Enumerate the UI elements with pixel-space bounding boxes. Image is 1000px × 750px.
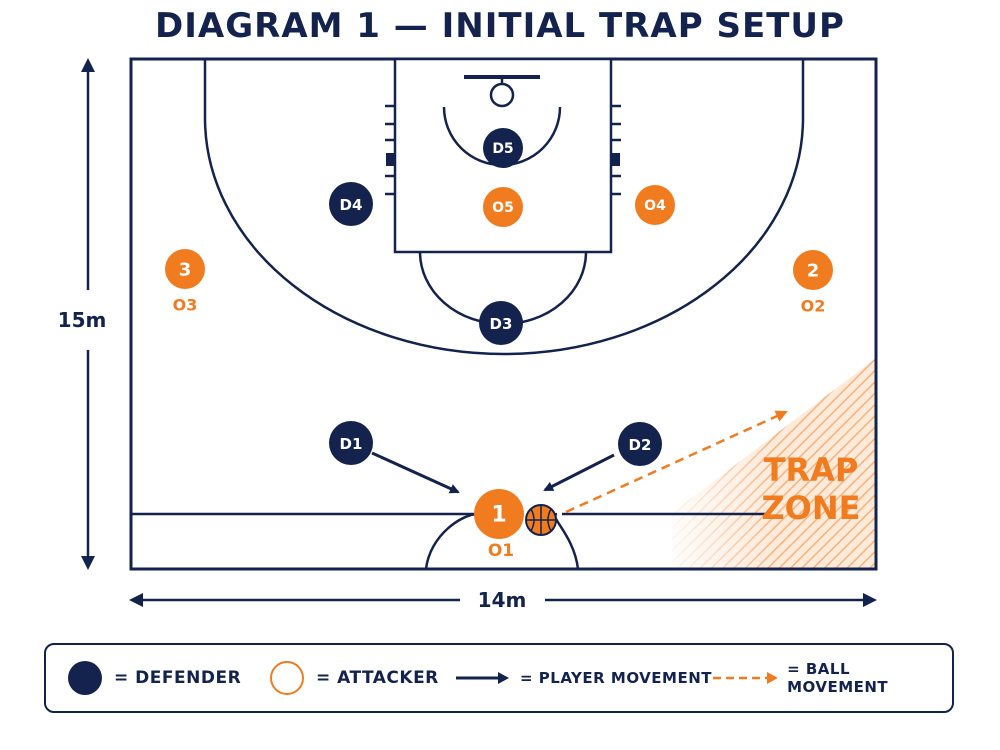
center-circle-arc [424, 512, 479, 570]
svg-text:O5: O5 [492, 200, 514, 216]
attacker-1-label: O1 [488, 541, 514, 561]
svg-text:3: 3 [179, 260, 192, 281]
basket-rim [489, 82, 515, 108]
trap-zone-label-line2: ZONE [761, 489, 860, 527]
svg-text:D4: D4 [340, 196, 363, 214]
svg-text:D5: D5 [492, 141, 513, 157]
defender-swatch [68, 660, 102, 695]
svg-text:1: 1 [491, 503, 506, 528]
legend-defender: = DEFENDER [68, 645, 241, 710]
attacker-3-label: O3 [173, 296, 198, 315]
width-label: 14m [478, 588, 527, 612]
defender-d2: D2 [618, 422, 662, 466]
svg-text:O4: O4 [644, 198, 666, 214]
legend-box: = DEFENDER = ATTACKER = PLAYER MOVEMENT … [44, 643, 954, 713]
d2-movement-arrow [543, 453, 615, 492]
legend-player-movement: = PLAYER MOVEMENT [454, 645, 712, 710]
attacker-2-label: O2 [801, 297, 826, 316]
ball-movement-arrow-icon [713, 671, 778, 684]
svg-text:2: 2 [807, 261, 820, 282]
defender-d1: D1 [329, 421, 373, 465]
attacker-1: 1 O1 [474, 489, 524, 561]
d1-movement-arrow [371, 451, 460, 494]
diagram-title: DIAGRAM 1 — INITIAL TRAP SETUP [155, 6, 845, 46]
legend-attacker: = ATTACKER [270, 645, 439, 710]
svg-text:D3: D3 [490, 315, 513, 333]
defender-d3: D3 [479, 301, 523, 345]
height-label: 15m [58, 308, 107, 332]
three-point-line [203, 59, 805, 356]
attacker-swatch [270, 660, 304, 695]
attacker-2: 2 O2 [793, 250, 833, 316]
trap-zone-label-line1: TRAP [764, 451, 859, 489]
player-movement-arrow-icon [456, 671, 509, 684]
ball-movement-arrow [565, 410, 788, 514]
lane-marks [385, 104, 621, 196]
attacker-3: 3 O3 [165, 249, 205, 315]
court-diagram: 15m 14m D1 D2 D3 D4 D5 1 O1 2 O2 [58, 57, 878, 612]
attacker-o5: O5 [483, 187, 523, 227]
basketball-icon [525, 504, 557, 536]
svg-text:D2: D2 [629, 436, 652, 454]
legend-ball-movement: = BALL MOVEMENT [711, 645, 952, 710]
defender-d4: D4 [329, 182, 373, 226]
defender-d5: D5 [483, 128, 523, 168]
attacker-o4: O4 [635, 185, 675, 225]
svg-text:D1: D1 [340, 435, 363, 453]
